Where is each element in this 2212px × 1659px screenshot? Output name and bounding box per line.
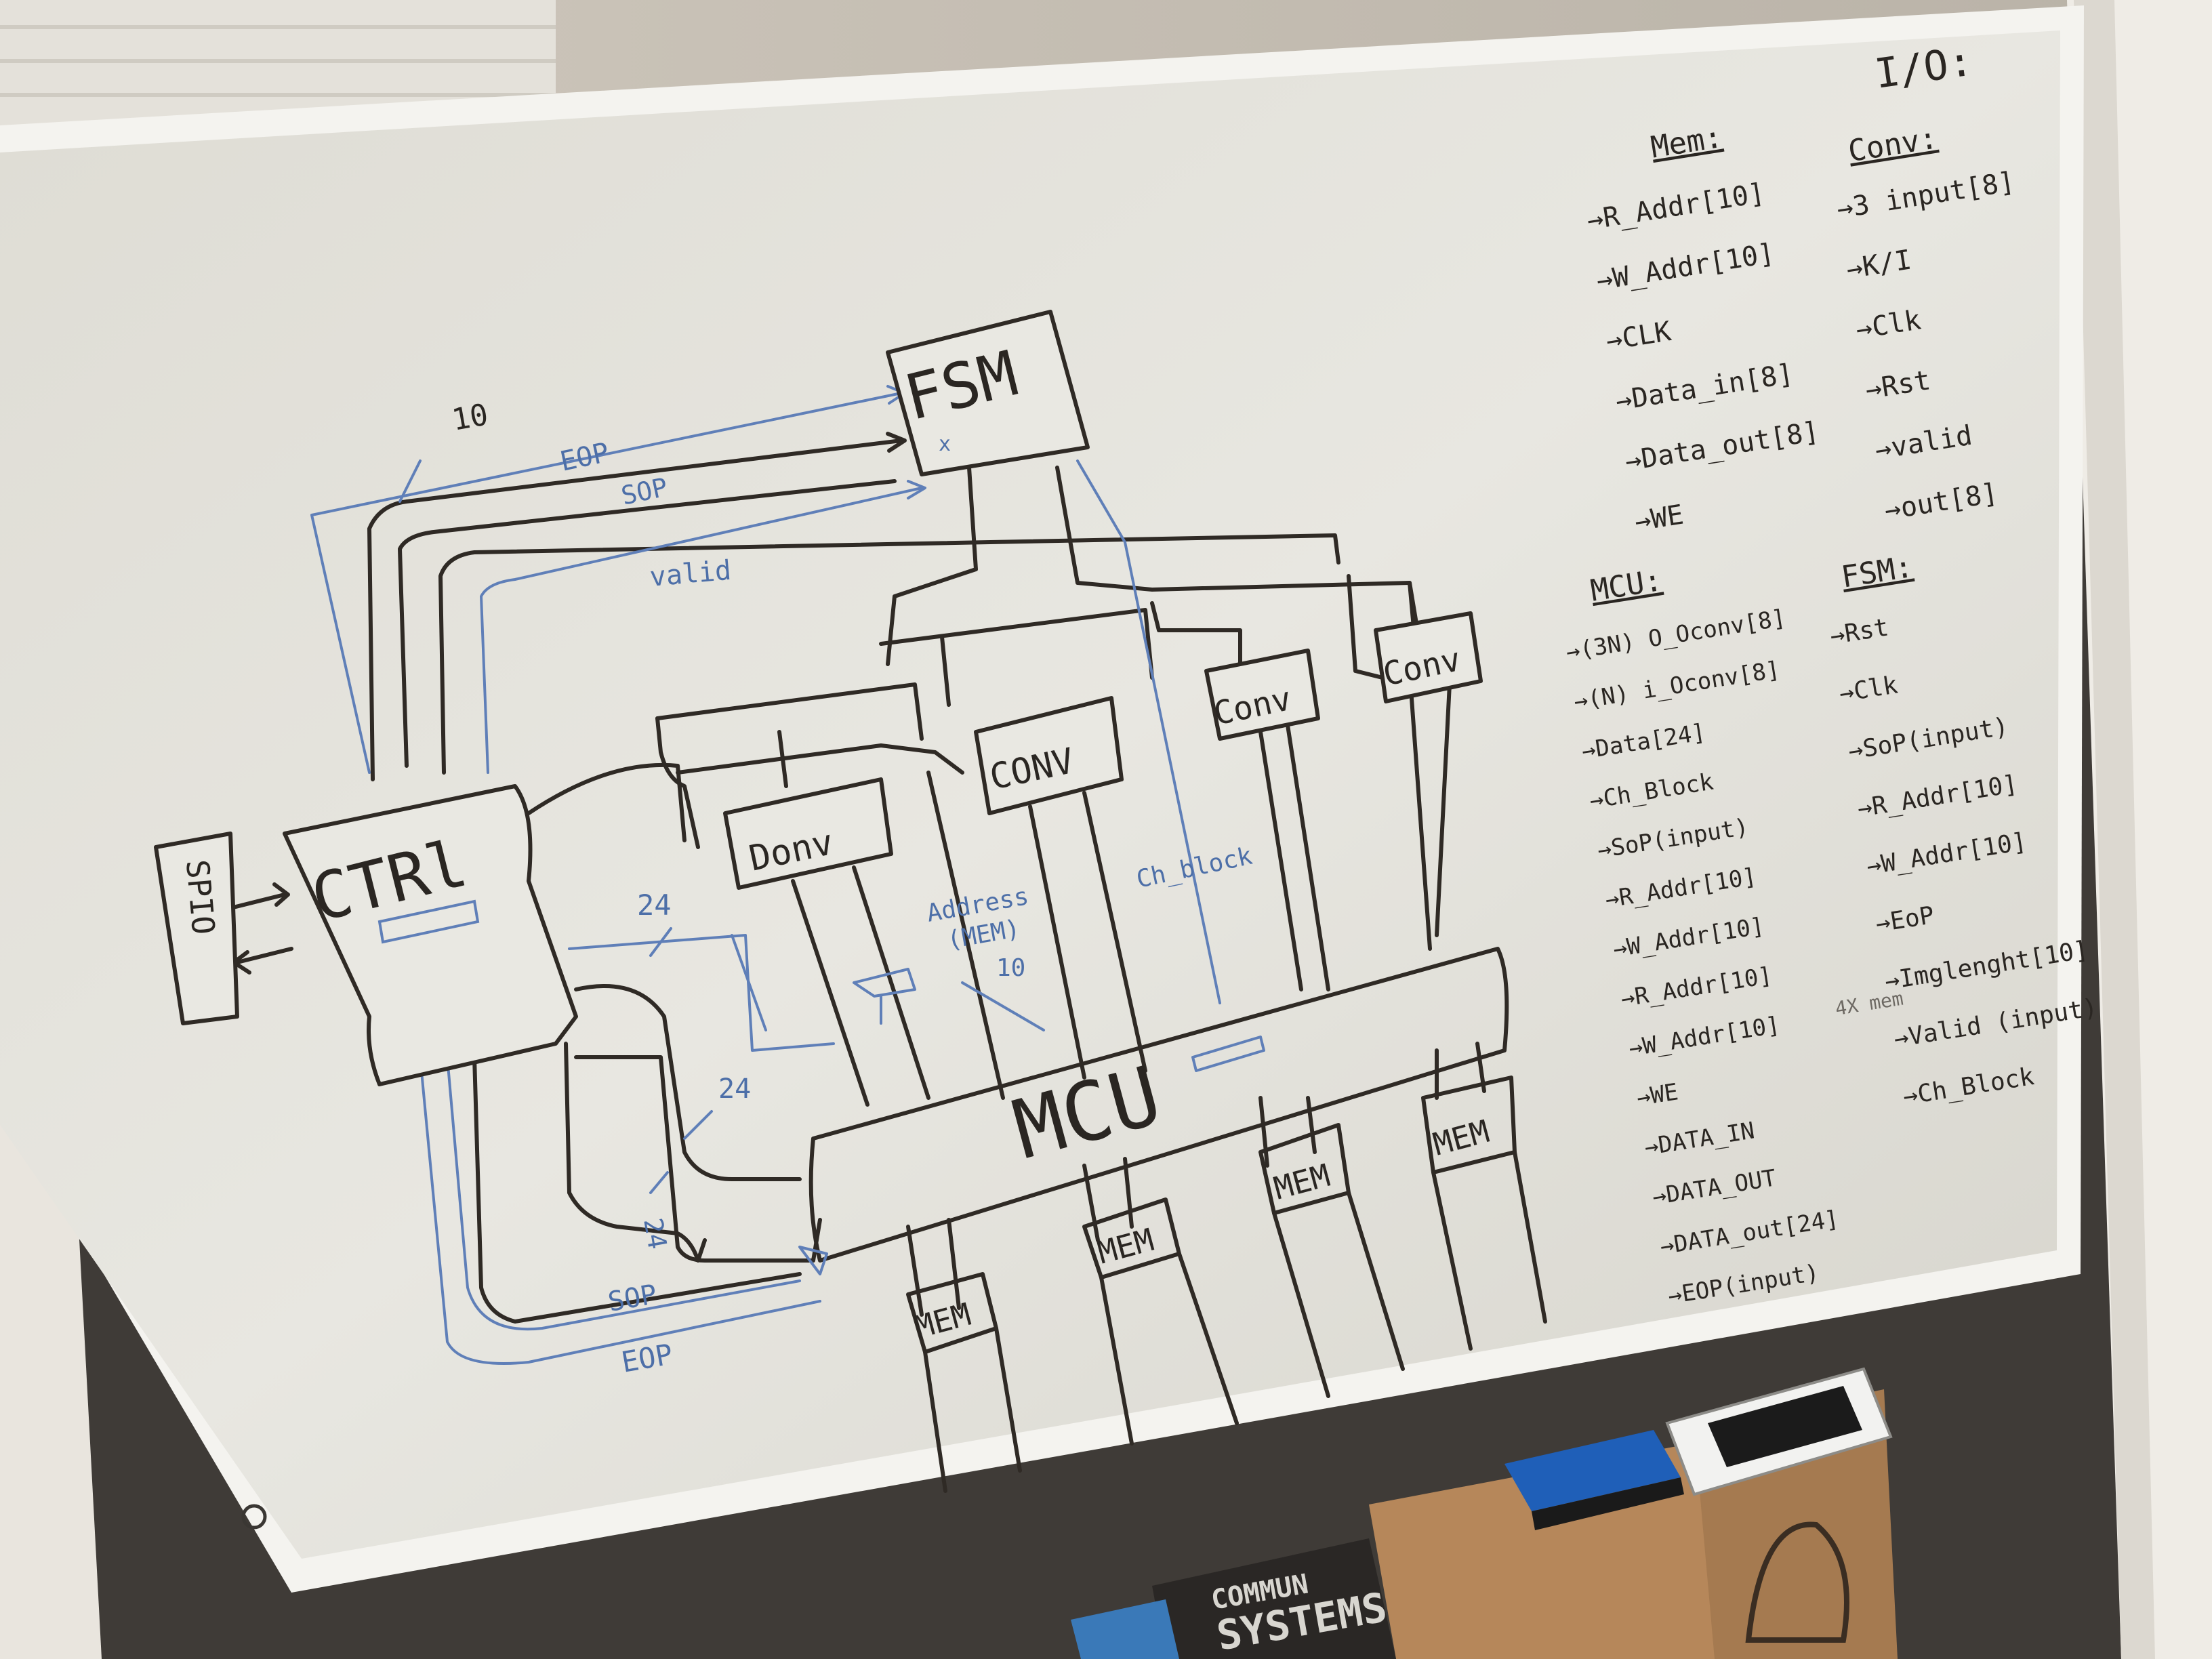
wire-label-24-b: 24 <box>718 1073 751 1105</box>
spio-label: SPIO <box>179 858 222 936</box>
fsm-mark: x <box>939 432 951 456</box>
wire-label-bus10: 10 <box>449 397 491 437</box>
wire-label-24-c: 24 <box>638 1216 672 1252</box>
wire-label-address-width: 10 <box>996 954 1025 982</box>
wire-label-24-a: 24 <box>637 888 672 922</box>
